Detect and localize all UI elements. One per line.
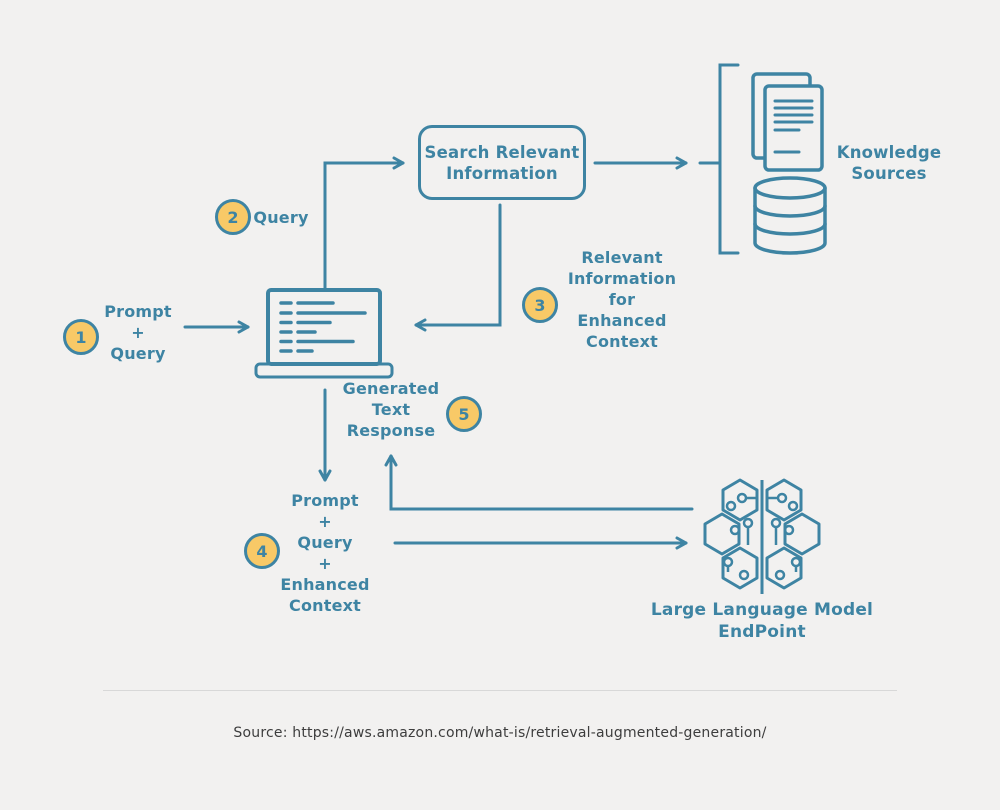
query-arrow bbox=[323, 156, 405, 290]
step-badge-5: 5 bbox=[446, 396, 482, 432]
llm-endpoint-label: Large Language Model EndPoint bbox=[650, 600, 874, 642]
step-badge-2: 2 bbox=[215, 199, 251, 235]
step-number: 2 bbox=[227, 207, 239, 227]
brain-circuit-icon bbox=[703, 478, 821, 594]
knowledge-sources-label: Knowledge Sources bbox=[836, 143, 942, 183]
step-badge-4: 4 bbox=[244, 533, 280, 569]
step-number: 5 bbox=[458, 404, 470, 424]
step-number: 1 bbox=[75, 327, 87, 347]
knowledge-bracket bbox=[718, 63, 740, 255]
laptop-code-icon bbox=[254, 288, 394, 379]
search-relevant-information-box: Search Relevant Information bbox=[418, 125, 586, 200]
step-label-query: Query bbox=[253, 208, 309, 227]
step-number: 3 bbox=[534, 295, 546, 315]
footer-divider bbox=[103, 690, 897, 691]
step-label-enhanced-prompt: Prompt + Query + Enhanced Context bbox=[280, 491, 370, 615]
step-badge-1: 1 bbox=[63, 319, 99, 355]
step-number: 4 bbox=[256, 541, 268, 561]
relevant-information-arrow bbox=[414, 203, 502, 332]
step-badge-3: 3 bbox=[522, 287, 558, 323]
generated-response-arrow bbox=[384, 454, 694, 511]
source-attribution: Source: https://aws.amazon.com/what-is/r… bbox=[233, 725, 767, 741]
step-label-generated-response: Generated Text Response bbox=[342, 379, 440, 440]
step-label-relevant-info: Relevant Information for Enhanced Contex… bbox=[567, 248, 677, 351]
documents-icon bbox=[751, 72, 824, 172]
step-label-prompt-query: Prompt + Query bbox=[104, 302, 172, 363]
database-icon bbox=[753, 176, 827, 255]
